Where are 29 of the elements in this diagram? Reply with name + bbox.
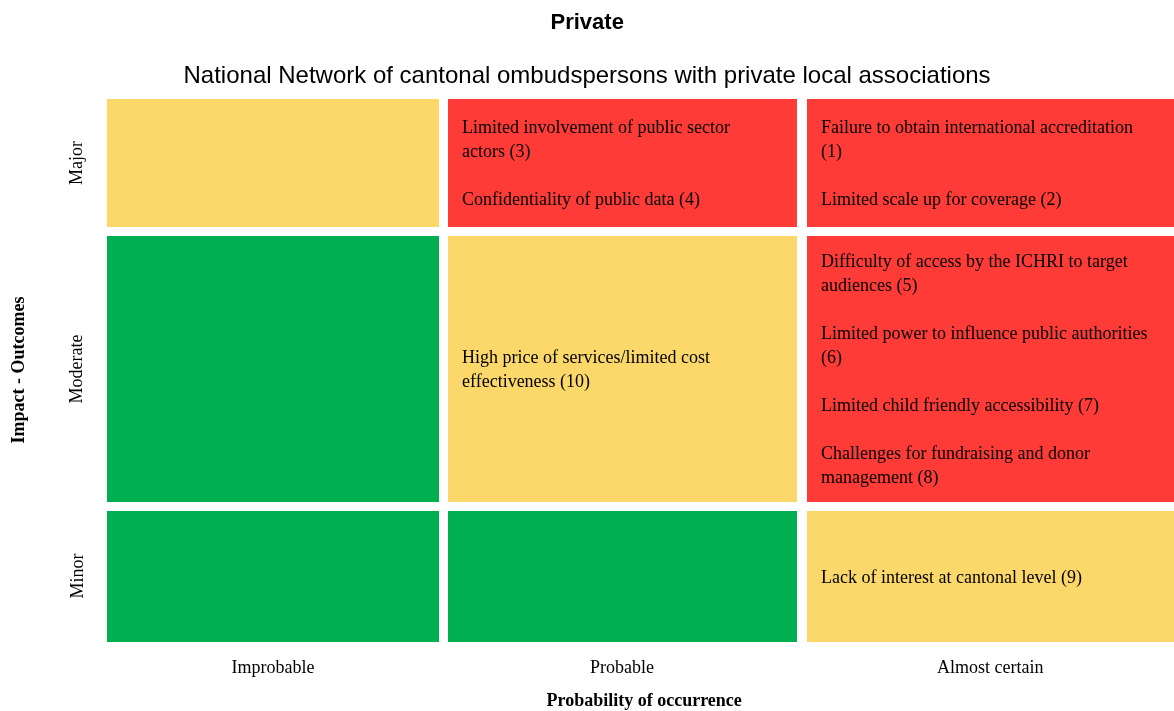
risk-text: Challenges for fundraising and donor management (8) — [821, 442, 1091, 489]
risk-cell — [807, 511, 1174, 642]
chart-subtitle: National Network of cantonal ombudspersons with private local associations — [183, 60, 991, 90]
risk-text: Limited involvement of public sector actors (3) — [462, 116, 731, 163]
row-label: Minor — [65, 553, 87, 599]
risk-text: Limited scale up for coverage (2) — [821, 188, 1063, 211]
risk-cell — [448, 236, 797, 502]
axis-title: Probability of occurrence — [546, 689, 742, 711]
axis-title: Impact - Outcomes — [7, 296, 29, 444]
column-label: Improbable — [231, 656, 315, 678]
risk-cell — [107, 99, 439, 227]
column-label: Probable — [590, 656, 654, 678]
risk-cell — [448, 99, 797, 227]
risk-text: Lack of interest at cantonal level (9) — [821, 565, 1083, 589]
risk-text: Limited child friendly accessibility (7) — [821, 394, 1100, 417]
risk-text: Difficulty of access by the ICHRI to target audiences (5) — [821, 250, 1129, 297]
risk-cell — [107, 511, 439, 642]
column-label: Almost certain — [937, 656, 1044, 678]
risk-text: Confidentiality of public data (4) — [462, 188, 701, 211]
risk-text: Limited power to influence public authorities (6) — [821, 322, 1149, 369]
risk-cell — [807, 236, 1174, 502]
risk-text: Failure to obtain international accreditation (1) — [821, 116, 1134, 163]
risk-cell — [807, 99, 1174, 227]
risk-cell — [448, 511, 797, 642]
risk-cell — [107, 236, 439, 502]
row-label: Moderate — [65, 334, 87, 404]
risk-text: High price of services/limited cost effectiveness (10) — [462, 346, 711, 393]
row-label: Major — [65, 141, 87, 185]
chart-title: Private — [550, 8, 624, 36]
